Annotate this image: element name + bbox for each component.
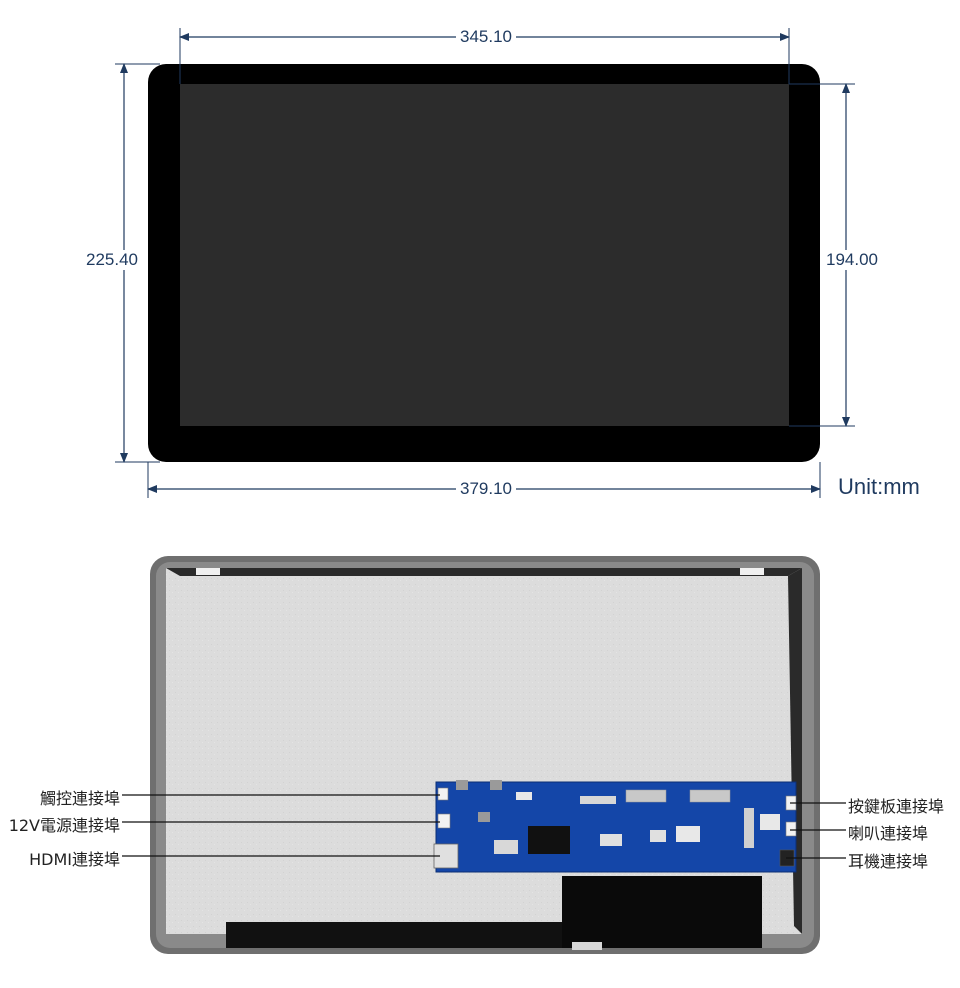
board-component [456,780,468,790]
board-connector [689,789,731,803]
board-component [494,840,518,854]
board-connector [580,796,616,804]
dim-label-screen-width: 345.10 [456,27,516,47]
board-component [676,826,700,842]
front-screen [180,84,789,426]
unit-label: Unit:mm [838,474,920,499]
port-label-power: 12V電源連接埠 [8,816,120,835]
touch-port [437,787,449,801]
port-label-earphone: 耳機連接埠 [848,852,929,871]
board-component [760,814,780,830]
dim-label-overall-width: 379.10 [456,479,516,499]
board-connector [625,789,667,803]
port-label-speaker: 喇叭連接埠 [848,824,929,843]
back-edge-top-light [196,568,220,575]
back-tape-block [562,876,762,948]
back-edge-top [166,568,802,576]
board-chip [528,826,570,854]
board-component [650,830,666,842]
board-component [600,834,622,846]
back-panel [166,568,802,934]
speaker-port [785,821,797,837]
dim-label-overall-height: 225.40 [82,250,142,270]
back-edge-top-light [740,568,764,575]
port-label-keypad: 按鍵板連接埠 [848,797,945,816]
dim-label-screen-height: 194.00 [822,250,882,270]
board-component [490,780,502,790]
port-label-touch: 觸控連接埠 [39,789,120,808]
back-edge-right [788,568,802,934]
port-label-hdmi: HDMI連接埠 [29,850,120,869]
board-component [744,808,754,848]
board-component [478,812,490,822]
back-tape-tab [572,942,602,950]
driver-board [435,781,797,873]
power-port [437,813,451,829]
board-component [516,792,532,800]
